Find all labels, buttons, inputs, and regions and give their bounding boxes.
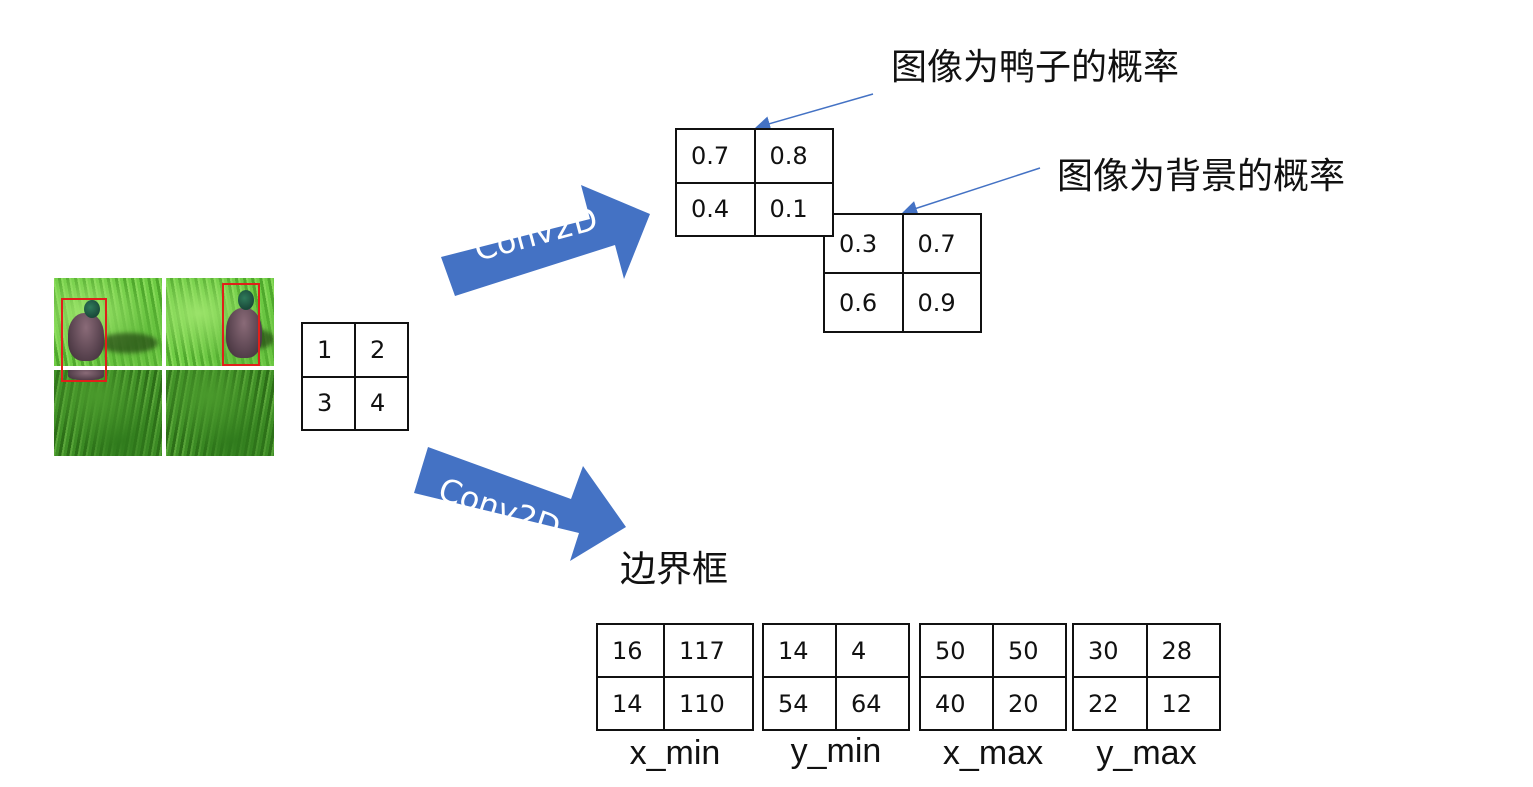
grid-cell: 0.7: [675, 128, 756, 184]
bbox-caption-y-max: y_max: [1096, 734, 1197, 772]
grid-cell: 14: [596, 676, 665, 731]
grid-cell: 1: [301, 322, 356, 378]
bbox-label: 边界框: [620, 549, 729, 590]
grid-cell: 0.3: [823, 213, 904, 274]
bg-prob-grid: 0.3 0.7 0.6 0.9: [823, 213, 982, 333]
grid-cell: 50: [919, 623, 994, 678]
grid-cell: 14: [762, 623, 837, 678]
grid-cell: 0.6: [823, 272, 904, 333]
bbox-grid-y-min: 14 4 54 64: [762, 623, 910, 731]
bg-prob-label: 图像为背景的概率: [1057, 156, 1346, 197]
grid-cell: 3: [301, 375, 356, 431]
conv2d-arrow-upper: [441, 185, 650, 296]
cell-index-grid: 1 2 3 4: [301, 322, 409, 431]
image-tile-1: [54, 278, 162, 366]
grid-cell: 30: [1072, 623, 1148, 678]
image-tile-2: [166, 278, 274, 366]
duck-prob-pointer: [755, 93, 874, 131]
grid-cell: 12: [1145, 676, 1221, 731]
grid-cell: 0.4: [675, 181, 756, 237]
conv2d-arrow-lower: [414, 447, 626, 561]
image-tile-3: [54, 370, 162, 456]
grid-cell: 50: [992, 623, 1067, 678]
bbox-duck-1: [61, 298, 107, 382]
bbox-grid-x-max: 50 50 40 20: [919, 623, 1067, 731]
grid-cell: 4: [354, 375, 409, 431]
grid-cell: 64: [835, 676, 910, 731]
bbox-grid-x-min: 16 117 14 110: [596, 623, 754, 731]
grid-cell: 110: [663, 676, 754, 731]
grid-cell: 0.9: [901, 272, 982, 333]
image-tile-4: [166, 370, 274, 456]
grid-cell: 28: [1145, 623, 1221, 678]
grid-cell: 40: [919, 676, 994, 731]
bbox-grid-y-max: 30 28 22 12: [1072, 623, 1221, 731]
grid-cell: 22: [1072, 676, 1148, 731]
duck-prob-grid: 0.7 0.8 0.4 0.1: [675, 128, 834, 237]
bbox-caption-x-min: x_min: [629, 734, 721, 772]
grid-cell: 117: [663, 623, 754, 678]
grid-cell: 54: [762, 676, 837, 731]
grid-cell: 20: [992, 676, 1067, 731]
grid-cell: 4: [835, 623, 910, 678]
grid-cell: 0.1: [753, 181, 834, 237]
bbox-caption-x-max: x_max: [942, 734, 1044, 772]
grid-cell: 0.7: [901, 213, 982, 274]
grid-cell: 2: [354, 322, 409, 378]
bbox-caption-y-min: y_min: [790, 732, 882, 770]
input-image: [54, 278, 274, 456]
grid-cell: 0.8: [753, 128, 834, 184]
bg-prob-pointer: [902, 167, 1041, 216]
bbox-duck-2: [222, 283, 260, 366]
grid-cell: 16: [596, 623, 665, 678]
duck-prob-label: 图像为鸭子的概率: [891, 47, 1180, 88]
